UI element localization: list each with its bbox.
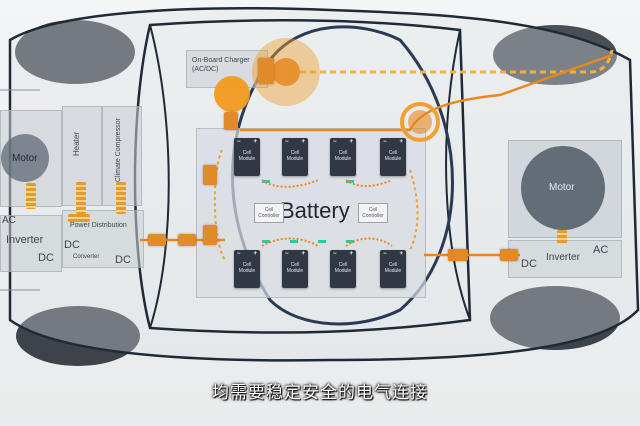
cell-controller-right: Cell Controller (358, 203, 388, 223)
charger-glow-core (272, 58, 300, 86)
onboard-charger-label: On-Board Charger (AC/DC) (192, 57, 250, 73)
battery-bus-dotted (213, 149, 419, 261)
module-plus-terminal: + (349, 139, 353, 145)
windshield-line (149, 24, 170, 329)
battery-left-connector-top (203, 165, 217, 185)
cell-module-bottom-2: − + Cell Module (282, 250, 308, 288)
rear-connector-ring (400, 102, 440, 142)
charging-dashed-line (290, 49, 614, 74)
module-terminal (262, 240, 270, 243)
cell-module-label: Cell Module (238, 262, 256, 274)
converter-dc-label-right: DC (115, 254, 131, 266)
module-terminal (318, 240, 326, 243)
charger-output-connector (224, 112, 238, 130)
video-subtitle: 均需要稳定安全的电气连接 (212, 383, 428, 403)
module-minus-terminal: − (285, 139, 289, 145)
cell-controller-left: Cell Controller (254, 203, 284, 223)
rear-right-wheel (490, 286, 620, 350)
front-inverter-label: Inverter (6, 234, 44, 246)
rear-hv-connector-1 (448, 249, 468, 261)
distribution-fuse (68, 214, 90, 222)
rear-inverter-label: Inverter (546, 252, 580, 263)
charger-connector (258, 58, 274, 84)
rear-window-line (445, 29, 471, 321)
cell-controller-label: Cell Controller (258, 207, 280, 219)
battery-label: Battery (280, 198, 350, 223)
module-plus-terminal: + (253, 139, 257, 145)
front-inverter-dc-label: DC (38, 252, 54, 264)
rear-hv-connector-2 (500, 249, 518, 261)
cell-module-bottom-3: − + Cell Module (330, 250, 356, 288)
front-motor-label: Motor (12, 153, 38, 164)
rear-inverter-dc-label: DC (521, 258, 537, 270)
module-minus-terminal: − (333, 139, 337, 145)
cell-module-label: Cell Module (334, 150, 352, 162)
cell-module-top-4: − + Cell Module (380, 138, 406, 176)
rear-motor-shape (521, 146, 605, 230)
front-hv-connector-2 (178, 234, 196, 246)
cell-module-label: Cell Module (286, 150, 304, 162)
module-plus-terminal: + (253, 251, 257, 257)
battery-bus-top (261, 179, 393, 188)
cell-module-top-3: − + Cell Module (330, 138, 356, 176)
rear-motor-label: Motor (549, 182, 575, 193)
module-plus-terminal: + (399, 139, 403, 145)
rear-inverter-panel (508, 240, 622, 278)
module-minus-terminal: − (237, 251, 241, 257)
climate-compressor-panel (102, 106, 142, 206)
compressor-connector (116, 182, 126, 214)
cell-module-label: Cell Module (286, 262, 304, 274)
module-plus-terminal: + (399, 251, 403, 257)
converter-small-label: Converter (73, 254, 100, 260)
module-minus-terminal: − (285, 251, 289, 257)
cell-module-bottom-1: − + Cell Module (234, 250, 260, 288)
module-minus-terminal: − (333, 251, 337, 257)
rear-connector-glow (408, 110, 432, 134)
module-minus-terminal: − (383, 251, 387, 257)
module-plus-terminal: + (301, 251, 305, 257)
module-terminal (290, 240, 298, 243)
cell-module-label: Cell Module (238, 150, 256, 162)
front-inverter-connector (26, 183, 36, 209)
rear-inverter-ac-label: AC (593, 244, 609, 256)
module-minus-terminal: − (237, 139, 241, 145)
module-plus-terminal: + (301, 139, 305, 145)
heater-connector (76, 182, 86, 214)
cell-module-label: Cell Module (384, 262, 402, 274)
battery-left-connector-bottom (203, 225, 217, 245)
front-motor-shape (1, 134, 49, 182)
power-distribution-label: Power Distribution (70, 222, 127, 229)
module-plus-terminal: + (349, 251, 353, 257)
front-inverter-panel (0, 215, 62, 272)
charger-glow-left (214, 76, 250, 112)
cell-module-top-1: − + Cell Module (234, 138, 260, 176)
converter-dc-label: DC (64, 239, 80, 251)
cell-module-bottom-4: − + Cell Module (380, 250, 406, 288)
cell-module-label: Cell Module (334, 262, 352, 274)
cell-module-top-2: − + Cell Module (282, 138, 308, 176)
battery-bus-bottom (261, 237, 393, 247)
front-left-wheel (15, 20, 135, 84)
module-minus-terminal: − (383, 139, 387, 145)
front-hv-connector-1 (148, 234, 166, 246)
module-terminal (346, 240, 354, 243)
rear-inverter-connector (557, 230, 567, 244)
cell-controller-label: Cell Controller (362, 207, 384, 219)
cell-module-label: Cell Module (384, 150, 402, 162)
front-inverter-ac-label: AC (2, 215, 16, 226)
